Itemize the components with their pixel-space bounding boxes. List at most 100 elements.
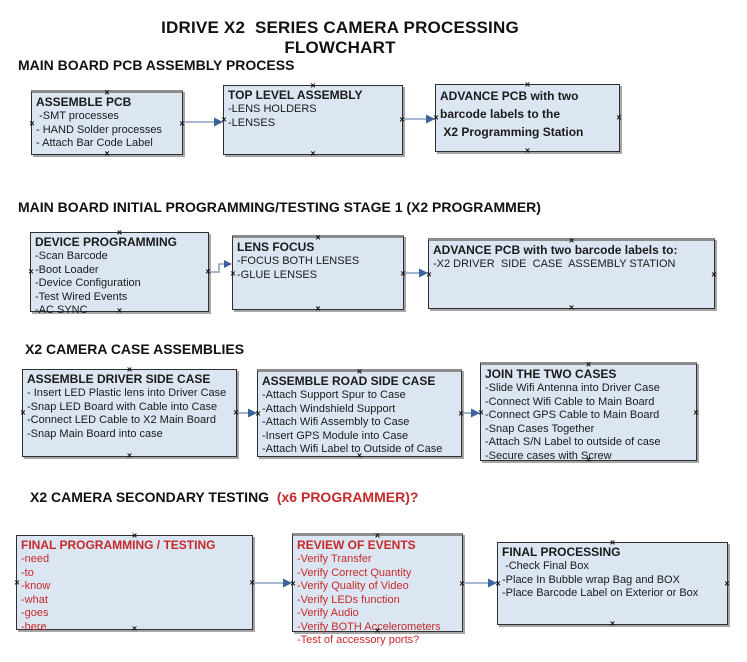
connection-point-icon[interactable]: × [524, 145, 531, 156]
flow-box-advance-pcb-driver-side[interactable]: ADVANCE PCB with two barcode labels to: … [426, 235, 717, 312]
connection-point-icon[interactable]: × [230, 268, 236, 278]
box-title: TOP LEVEL ASSEMBLY [228, 88, 363, 102]
flow-box-assemble-road-side-case[interactable]: ASSEMBLE ROAD SIDE CASE -Attach Support … [255, 366, 464, 460]
box-item: -what [21, 593, 48, 606]
connection-point-icon[interactable]: × [179, 118, 185, 128]
box-items: -Slide Wifi Antenna into Driver Case-Con… [485, 382, 692, 463]
section-header-case-assemblies: X2 CAMERA CASE ASSEMBLIES [25, 341, 245, 357]
box-item: -to [21, 566, 34, 579]
connection-point-icon[interactable]: × [711, 269, 717, 279]
box-item: -LENSES [228, 116, 276, 129]
page-title: IDRIVE X2 SERIES CAMERA PROCESSING FLOWC… [161, 18, 524, 57]
connection-point-icon[interactable]: × [131, 530, 138, 541]
connection-point-icon[interactable]: × [116, 305, 123, 316]
box-item: -Check Final Box [502, 560, 589, 572]
box-item: -Attach Windshield Support [262, 402, 396, 415]
connection-point-icon[interactable]: × [426, 269, 432, 279]
connection-point-icon[interactable]: × [205, 266, 211, 277]
flow-box-final-processing[interactable]: FINAL PROCESSING -Check Final Box-Place … [495, 537, 730, 628]
box-items: -need-to-know-what-goes-here [21, 553, 248, 634]
connection-point-icon[interactable]: × [724, 578, 730, 588]
connection-point-icon[interactable]: × [310, 148, 316, 159]
connection-point-icon[interactable]: × [126, 450, 133, 461]
connection-point-icon[interactable]: × [400, 268, 406, 278]
box-item: -goes [21, 607, 49, 619]
box-title: REVIEW OF EVENTS [297, 538, 416, 552]
connection-point-icon[interactable]: × [433, 112, 439, 123]
connection-point-icon[interactable]: × [693, 407, 699, 417]
box-item: -Verify Audio [297, 607, 359, 619]
flow-box-advance-pcb-programming-station[interactable]: ADVANCE PCB with two barcode labels to t… [433, 79, 622, 155]
flow-box-top-level-assembly[interactable]: TOP LEVEL ASSEMBLY -LENS HOLDERS-LENSES … [221, 80, 405, 158]
connection-point-icon[interactable]: × [249, 577, 255, 587]
connection-point-icon[interactable]: × [399, 114, 405, 125]
connection-point-icon[interactable]: × [356, 366, 363, 377]
flow-arrow[interactable] [463, 577, 497, 589]
connection-point-icon[interactable]: × [126, 364, 133, 375]
box-title: JOIN THE TWO CASES [485, 367, 617, 381]
connection-point-icon[interactable]: × [14, 577, 20, 587]
flow-arrow[interactable] [403, 113, 435, 125]
box-items: -SMT processes- HAND Solder processes- A… [36, 110, 178, 151]
box-title: ADVANCE PCB with two [440, 89, 579, 103]
flow-arrow[interactable] [183, 116, 223, 128]
flow-arrow[interactable] [237, 407, 257, 419]
connection-point-icon[interactable]: × [233, 407, 239, 418]
box-item: -here [21, 620, 47, 633]
flow-box-lens-focus[interactable]: LENS FOCUS -FOCUS BOTH LENSES-GLUE LENSE… [230, 232, 406, 313]
connection-point-icon[interactable]: × [315, 303, 321, 314]
box-item: -Attach S/N Label to outside of case [485, 436, 661, 448]
connection-point-icon[interactable]: × [458, 408, 464, 419]
connection-point-icon[interactable]: × [585, 454, 592, 465]
flow-arrow[interactable] [253, 577, 292, 589]
connection-point-icon[interactable]: × [609, 618, 616, 629]
connection-point-icon[interactable]: × [585, 359, 592, 370]
box-items: -X2 DRIVER SIDE CASE ASSEMBLY STATION [433, 258, 710, 272]
connection-point-icon[interactable]: × [310, 80, 316, 91]
connection-point-icon[interactable]: × [116, 227, 123, 238]
connection-point-icon[interactable]: × [104, 87, 110, 98]
box-item: -Connect Wifi Cable to Main Board [485, 395, 655, 408]
connection-point-icon[interactable]: × [356, 450, 363, 461]
connection-point-icon[interactable]: × [568, 302, 575, 313]
box-item: barcode labels to the [440, 107, 561, 121]
box-item: -Attach Wifi Assembly to Case [262, 416, 410, 428]
box-item: -Snap Main Board into case [27, 427, 163, 440]
flow-arrow-elbow[interactable] [209, 257, 233, 277]
connection-point-icon[interactable]: × [20, 407, 26, 418]
box-item: -Connect LED Cable to X2 Main Board [27, 414, 216, 426]
flow-box-review-of-events[interactable]: REVIEW OF EVENTS -Verify Transfer-Verify… [290, 530, 465, 646]
connection-point-icon[interactable]: × [255, 408, 261, 419]
connection-point-icon[interactable]: × [28, 266, 34, 277]
connection-point-icon[interactable]: × [459, 578, 465, 588]
flow-box-device-programming[interactable]: DEVICE PROGRAMMING -Scan Barcode-Boot Lo… [28, 227, 211, 316]
flow-arrow[interactable] [404, 267, 428, 279]
flow-box-join-the-two-cases[interactable]: JOIN THE TWO CASES -Slide Wifi Antenna i… [478, 359, 699, 464]
flow-box-assemble-pcb[interactable]: ASSEMBLE PCB -SMT processes- HAND Solder… [29, 87, 185, 158]
box-item: - Attach Bar Code Label [36, 137, 153, 149]
connection-point-icon[interactable]: × [616, 112, 622, 123]
connection-point-icon[interactable]: × [524, 79, 531, 90]
connection-point-icon[interactable]: × [568, 235, 575, 246]
box-item: -Connect GPS Cable to Main Board [485, 409, 660, 421]
connection-point-icon[interactable]: × [29, 118, 35, 128]
box-item: -Place Barcode Label on Exterior or Box [502, 587, 699, 599]
connection-point-icon[interactable]: × [609, 537, 616, 548]
flow-box-assemble-driver-side-case[interactable]: ASSEMBLE DRIVER SIDE CASE - Insert LED P… [20, 364, 239, 460]
connection-point-icon[interactable]: × [104, 148, 110, 159]
connection-point-icon[interactable]: × [221, 114, 227, 125]
connection-point-icon[interactable]: × [495, 578, 501, 588]
box-item: -Device Configuration [35, 277, 141, 289]
box-item: -Verify BOTH Accelerometers [297, 620, 441, 633]
connection-point-icon[interactable]: × [374, 625, 381, 636]
flow-box-final-programming-testing[interactable]: FINAL PROGRAMMING / TESTING -need-to-kno… [14, 530, 255, 633]
box-item: -Slide Wifi Antenna into Driver Case [485, 382, 660, 394]
flow-arrow[interactable] [462, 407, 480, 419]
connection-point-icon[interactable]: × [478, 407, 484, 417]
connection-point-icon[interactable]: × [131, 623, 138, 634]
connection-point-icon[interactable]: × [374, 530, 381, 541]
box-title: FINAL PROGRAMMING / TESTING [21, 538, 216, 552]
connection-point-icon[interactable]: × [290, 578, 296, 588]
box-title: ASSEMBLE DRIVER SIDE CASE [27, 372, 211, 386]
connection-point-icon[interactable]: × [315, 232, 321, 243]
